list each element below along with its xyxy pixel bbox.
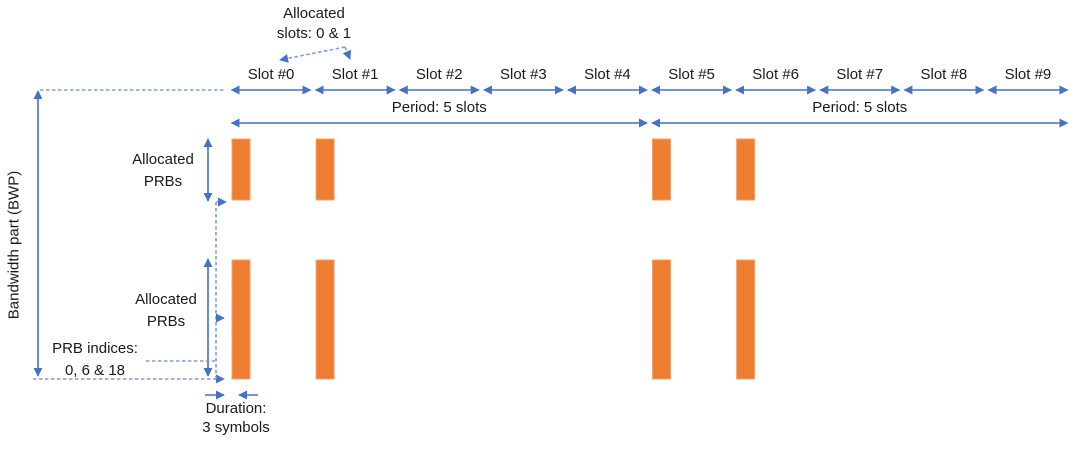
slot-label: Slot #1 [331, 66, 379, 83]
slot-label: Slot #6 [752, 66, 799, 83]
allocated-prbs-top-label: Allocated PRBs [132, 151, 194, 190]
prb-bar [736, 259, 756, 380]
slot-label: Slot #9 [1004, 66, 1052, 83]
slot-label: Slot #5 [668, 66, 715, 83]
annotation-connectors [33, 46, 352, 400]
slot-label: Slot #3 [499, 66, 547, 83]
prb-bar [315, 138, 335, 201]
period-label: Period: 5 slots [812, 99, 908, 116]
prb-bar [315, 259, 335, 380]
allocated-slot1-callout-arrow [342, 46, 352, 60]
prb-bar [736, 138, 756, 201]
slot-label: Slot #0 [247, 66, 295, 83]
allocated-prbs-bottom-label: Allocated PRBs [135, 291, 197, 330]
slot-label: Slot #8 [920, 66, 968, 83]
allocated-slots-annotation: Allocated slots: 0 & 1 [276, 5, 352, 42]
prb-bar [652, 259, 671, 380]
bwp-axis-label: Bandwidth part (BWP) [5, 170, 23, 320]
prb-bar [652, 138, 671, 201]
allocated-slot0-callout-arrow [279, 46, 346, 63]
slot-label: Slot #2 [415, 66, 463, 83]
allocated-prb-bars [231, 138, 756, 380]
period-label: Period: 5 slots [391, 99, 487, 116]
slot-label: Slot #7 [836, 66, 884, 83]
slot-label: Slot #4 [584, 66, 631, 83]
duration-label: Duration: 3 symbols [202, 400, 270, 436]
prb-bar [231, 259, 251, 380]
prb-bar [231, 138, 251, 201]
prb-indices-label: PRB indices: 0, 6 & 18 [52, 340, 138, 379]
